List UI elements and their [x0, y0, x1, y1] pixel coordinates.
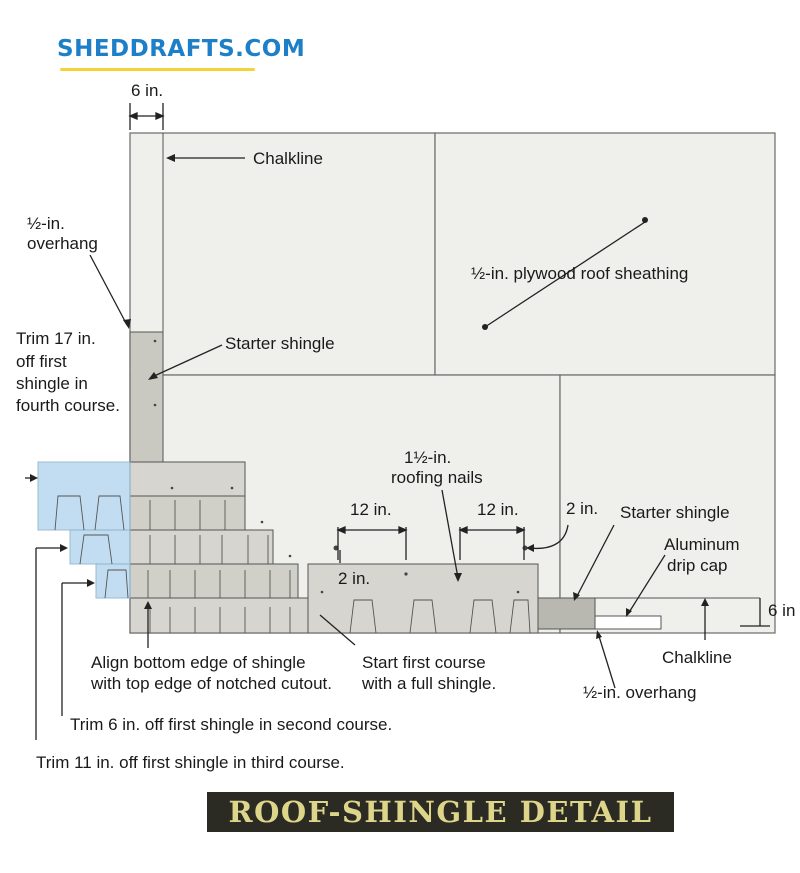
logo-underline — [60, 68, 255, 71]
label-6in-right: 6 in — [768, 601, 795, 620]
starter-shingle-right — [537, 597, 596, 630]
second-course — [129, 563, 299, 599]
label-12in-b: 12 in. — [477, 500, 519, 519]
fourth-course — [129, 495, 246, 531]
label-overhang-left-2: overhang — [27, 234, 98, 253]
label-overhang-left-1: ½-in. — [27, 214, 65, 233]
label-trim17-2: off first — [16, 352, 67, 371]
page-title: ROOF-SHINGLE DETAIL — [228, 795, 653, 829]
label-start-first-2: with a full shingle. — [361, 674, 496, 693]
first-course — [129, 597, 309, 634]
label-6in-top: 6 in. — [131, 81, 163, 100]
arrowheads — [30, 154, 709, 639]
label-12in-a: 12 in. — [350, 500, 392, 519]
roof-shingle-diagram: 6 in. Chalkline ½-in. overhang ½-in. ply… — [16, 81, 795, 772]
label-nails-1: 1½-in. — [404, 448, 451, 467]
label-nails-2: roofing nails — [391, 468, 483, 487]
site-logo: SHEDDRAFTS.COM — [57, 36, 306, 62]
trimmed-second-course — [95, 563, 131, 599]
label-chalkline-bottom: Chalkline — [662, 648, 732, 667]
sheathing-panel-upper-right — [434, 132, 776, 376]
sheathing-panel-lower-right — [559, 374, 776, 634]
aluminum-drip-cap — [594, 615, 662, 630]
labels: 6 in. Chalkline ½-in. overhang ½-in. ply… — [16, 81, 795, 772]
sheathing-panel-upper-left — [129, 132, 436, 376]
label-trim17-3: shingle in — [16, 374, 88, 393]
label-2in-left: 2 in. — [338, 569, 370, 588]
label-align-1: Align bottom edge of shingle — [91, 653, 306, 672]
label-chalkline-top: Chalkline — [253, 149, 323, 168]
label-starter-right: Starter shingle — [620, 503, 730, 522]
label-2in-right: 2 in. — [566, 499, 598, 518]
label-overhang-bottom: ½-in. overhang — [583, 683, 696, 702]
label-align-2: with top edge of notched cutout. — [90, 674, 332, 693]
label-trim11: Trim 11 in. off first shingle in third c… — [36, 753, 345, 772]
label-drip-cap-2: drip cap — [667, 556, 727, 575]
third-course — [129, 529, 274, 565]
label-drip-cap-1: Aluminum — [664, 535, 740, 554]
title-bar — [207, 792, 674, 832]
dimension-lines — [128, 103, 770, 627]
label-plywood: ½-in. plywood roof sheathing — [471, 264, 688, 283]
starter-shingle-left — [129, 331, 164, 463]
label-trim17-1: Trim 17 in. — [16, 329, 96, 348]
shingle-courses — [129, 461, 539, 634]
fourth-course-top — [129, 461, 246, 497]
label-trim6: Trim 6 in. off first shingle in second c… — [70, 715, 392, 734]
label-start-first-1: Start first course — [362, 653, 486, 672]
label-trim17-4: fourth course. — [16, 396, 120, 415]
label-starter-left: Starter shingle — [225, 334, 335, 353]
trimmed-third-course — [69, 529, 131, 565]
shingle-tabs — [54, 495, 531, 634]
